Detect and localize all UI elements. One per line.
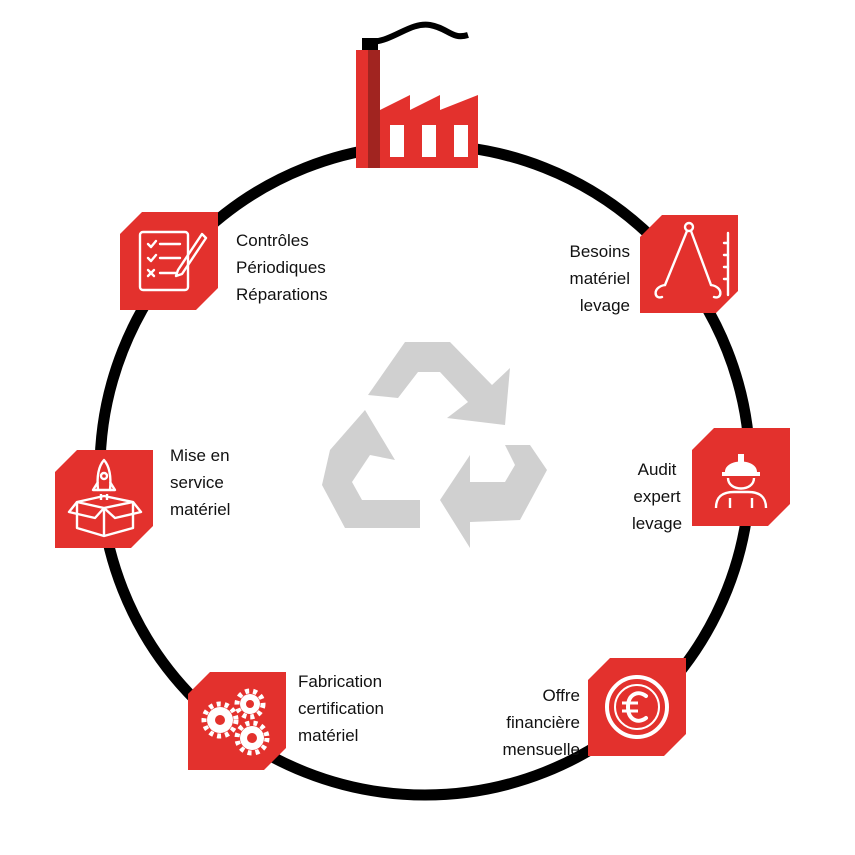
step-label-line: service (170, 473, 224, 492)
step-label-line: matériel (170, 500, 231, 519)
euro-icon (588, 658, 686, 756)
lifting-chain-icon (640, 215, 738, 313)
step-commissioning-tile (55, 450, 153, 548)
step-financial-offer-tile (588, 658, 686, 756)
step-label-line: levage (579, 296, 630, 315)
step-manufacturing-tile (188, 672, 286, 770)
step-label-line: Contrôles (236, 231, 309, 250)
step-label-line: Réparations (236, 285, 328, 304)
step-label-line: financière (506, 713, 580, 732)
step-audit-label: Audit expert levage (612, 456, 702, 537)
step-label-line: matériel (569, 269, 630, 288)
step-label-line: expert (633, 487, 681, 506)
step-inspections-tile (120, 212, 218, 310)
step-label-line: mensuelle (502, 740, 581, 759)
step-inspections-label: Contrôles Périodiques Réparations (236, 227, 366, 308)
step-label-line: Besoins (569, 242, 630, 261)
gears-icon (188, 672, 286, 770)
step-commissioning-label: Mise en service matériel (170, 442, 270, 523)
checklist-icon (120, 212, 218, 310)
step-label-line: Offre (542, 686, 580, 705)
rocket-box-icon (55, 450, 153, 548)
step-manufacturing-label: Fabrication certification matériel (298, 668, 428, 749)
step-label-line: Périodiques (236, 258, 326, 277)
step-financial-offer-label: Offre financière mensuelle (470, 682, 581, 763)
recycle-icon (322, 342, 547, 548)
factory-icon (356, 21, 478, 168)
step-label-line: levage (631, 514, 683, 533)
step-label-line: matériel (298, 726, 359, 745)
step-audit-tile (692, 428, 790, 526)
step-label-line: certification (298, 699, 384, 718)
step-label-line: Fabrication (298, 672, 383, 691)
step-lifting-needs-label: Besoins matériel levage (535, 238, 630, 319)
step-label-line: Audit (637, 460, 677, 479)
step-lifting-needs-tile (640, 215, 738, 313)
step-label-line: Mise en (170, 446, 230, 465)
worker-helmet-icon (692, 428, 790, 526)
